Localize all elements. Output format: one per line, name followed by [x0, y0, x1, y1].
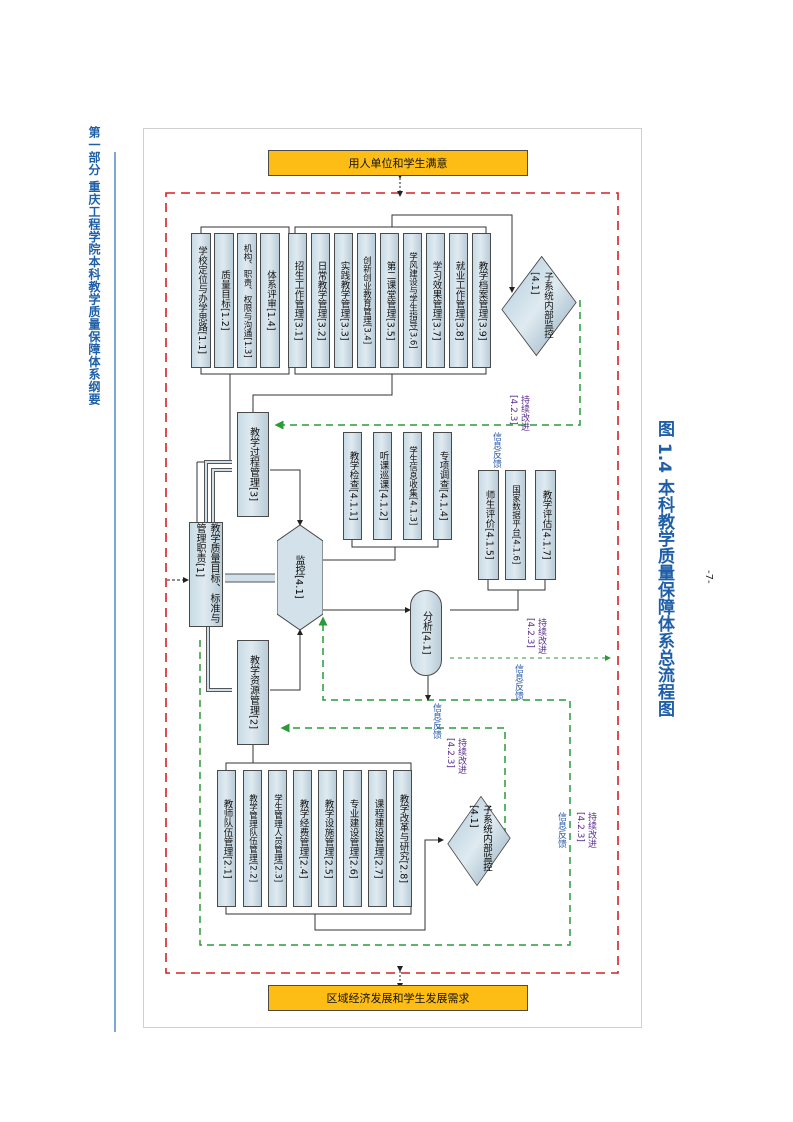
subsystem-monitor-bottom: 子系统内部监控[4.1] — [443, 785, 513, 895]
process-item: 招生工作管理[3.1] — [288, 233, 307, 368]
analysis-node: 分析[4.1] — [410, 590, 442, 676]
process-item: 实践教学管理[3.3] — [334, 233, 353, 368]
resource-item: 教学管理队伍管理[2.2] — [243, 770, 262, 907]
feedback-label-bottom-sub: 信息反馈 — [431, 703, 441, 739]
resource-item: 教学改革与研究[2.8] — [393, 770, 412, 907]
resource-item: 教师队伍管理[2.1] — [217, 770, 236, 907]
page-header-title: 第一部分 重庆工程学院本科教学质量保障体系纲要 — [87, 126, 101, 406]
process-management-box: 教学过程管理[3] — [237, 412, 269, 517]
page-number: -7- — [703, 570, 714, 584]
subsystem-monitor-bottom-label: 子系统内部监控[4.1] — [468, 805, 492, 872]
figure-caption: 图 1.4 本科教学质量保障体系总流程图 — [654, 420, 674, 717]
outer-boundary — [165, 192, 619, 974]
process-item: 日常教学管理[3.2] — [311, 233, 330, 368]
monitor-item: 听课巡课[4.1.2] — [373, 432, 392, 540]
resource-item: 教学设施管理[2.5] — [318, 770, 337, 907]
header-divider — [114, 152, 116, 1032]
feedback-loop-bottom-sub — [280, 723, 506, 835]
monitor-label: 监控[4.1] — [293, 555, 304, 599]
resource-item: 学生管理人员管理[2.3] — [268, 770, 287, 907]
subsystem-monitor-top-label: 子系统内部监控[4.1] — [529, 272, 553, 339]
process-item: 学习效果管理[3.7] — [426, 233, 445, 368]
goal-item: 学校定位与办学思路[1.1] — [191, 233, 211, 368]
evaluation-item: 国家数据平台[4.1.6] — [505, 470, 526, 580]
feedback-label-bottom: 信息反馈 — [556, 812, 566, 848]
improve-label-top: 持续改进[4.2.3] — [508, 395, 529, 431]
monitor-node: 监控[4.1] — [277, 525, 323, 630]
subsystem-monitor-top: 子系统内部监控[4.1] — [492, 250, 584, 360]
process-item: 就业工作管理[3.8] — [449, 233, 468, 368]
monitor-item: 专项调查[4.1.4] — [433, 432, 452, 540]
resource-item: 课程建设管理[2.7] — [368, 770, 387, 907]
improve-label-bottom-sub: 持续改进[4.2.3] — [445, 738, 466, 774]
feedback-loop-bottom — [199, 616, 571, 946]
goal-item: 质量目标[1.2] — [214, 233, 234, 368]
improve-label-bottom: 持续改进[4.2.3] — [575, 812, 596, 848]
feedback-label-middle: 信息反馈 — [513, 664, 523, 700]
evaluation-item: 师生评价[4.1.5] — [478, 470, 499, 580]
evaluation-item: 教学评估[4.1.7] — [535, 470, 556, 580]
process-item: 创新创业教育管理[3.4] — [357, 233, 376, 368]
feedback-label-top: 信息反馈 — [491, 432, 501, 468]
goal-item: 体系评审[1.4] — [260, 233, 280, 368]
monitor-item: 教学检查[4.1.1] — [343, 432, 362, 540]
process-item: 教学档案管理[3.9] — [472, 233, 491, 368]
top-goal-box: 用人单位和学生满意 — [268, 150, 528, 176]
resource-management-box: 教学资源管理[2] — [237, 640, 269, 745]
process-item: 学风建设与学生指导[3.6] — [403, 233, 422, 368]
goal-item: 机构、职责、权限与沟通[1.3] — [237, 233, 257, 368]
resource-item: 专业建设管理[2.6] — [343, 770, 362, 907]
feedback-loop-top — [274, 300, 581, 430]
core-quality-box: 教学质量目标、标准与管理职责[1] — [189, 522, 223, 627]
resource-item: 教学经费管理[2.4] — [293, 770, 312, 907]
bottom-demand-box: 区域经济发展和学生发展需求 — [268, 985, 528, 1011]
monitor-item: 学生信息收集[4.1.3] — [403, 432, 422, 540]
process-item: 第二课堂管理[3.5] — [380, 233, 399, 368]
improve-label-middle: 持续改进[4.2.3] — [525, 618, 546, 654]
